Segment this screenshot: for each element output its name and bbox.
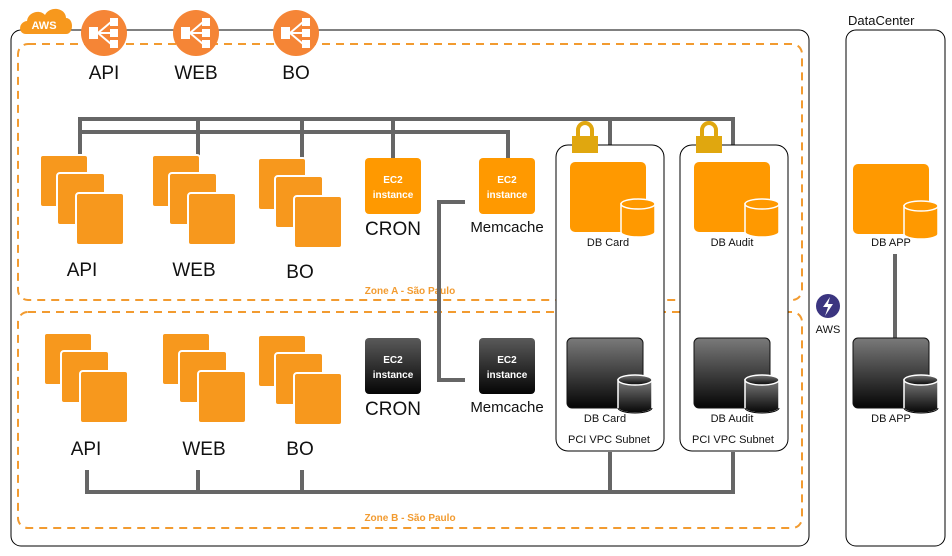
rds-db-icon [694,162,780,238]
zone-b-asg-bo[interactable]: BO [257,334,343,460]
aws-cloud-badge: AWS [20,8,72,34]
cloud-icon [20,8,72,34]
ec2-instance-icon [365,158,421,214]
ec2-instances-icon [151,154,237,246]
ec2-label: Memcache [470,399,543,416]
ec2-label: CRON [365,399,421,420]
subnet-label: PCI VPC Subnet [568,434,650,446]
rds-replica-icon [693,337,780,414]
zone-a-asg-api[interactable]: API [39,154,125,281]
ec2-instance-icon [479,338,535,394]
db-label: DB Audit [711,413,754,425]
zone-b-asg-api[interactable]: API [43,332,129,460]
subnet-label: PCI VPC Subnet [692,434,774,446]
datacenter-db-app-replica[interactable]: DB APP [852,337,939,425]
zone-a-container [17,43,803,301]
load-balancer-web[interactable]: WEB [173,10,219,84]
elastic-load-balancer-icon [81,10,127,56]
rds-replica-icon [852,337,939,414]
rds-db-icon [853,164,939,240]
ec2-instances-icon [257,157,343,249]
ec2-icon-line1: EC2 [383,355,403,366]
lock-icon [696,121,722,153]
ec2-label: Memcache [470,219,543,236]
asg-label: WEB [182,439,225,460]
db-label: DB Audit [711,237,754,249]
zone-a-label: Zone A - São Paulo [365,286,455,297]
ec2-icon-line1: EC2 [497,355,517,366]
ec2-instance-icon [479,158,535,214]
load-balancer-label: WEB [174,63,217,84]
ec2-icon-line1: EC2 [383,175,403,186]
ec2-instances-icon [43,332,129,424]
direct-connect[interactable]: AWS [816,294,841,336]
zone-a-db-audit[interactable]: DB Audit [694,162,780,249]
ec2-icon-line2: instance [373,190,414,201]
load-balancer-label: BO [282,63,309,84]
ec2-label: CRON [365,219,421,240]
aws-cloud-container [10,29,810,547]
ec2-instances-icon [39,154,125,246]
rds-replica-icon [566,337,653,414]
elastic-load-balancer-icon [173,10,219,56]
ec2-icon-line2: instance [373,370,414,381]
asg-label: API [67,260,98,281]
direct-connect-label: AWS [816,324,841,336]
zone-a-asg-web[interactable]: WEB [151,154,237,281]
ec2-instance-icon [365,338,421,394]
lock-icon [572,121,598,153]
datacenter-container [845,29,946,547]
zone-b-label: Zone B - São Paulo [364,513,455,524]
ec2-icon-line1: EC2 [497,175,517,186]
zone-b-db-card[interactable]: DB Card [566,337,653,425]
ec2-icon-line2: instance [487,190,528,201]
rds-db-icon [570,162,656,238]
asg-label: BO [286,262,313,283]
db-label: DB APP [871,413,911,425]
load-balancer-api[interactable]: API [81,10,127,84]
asg-label: BO [286,439,313,460]
asg-label: API [71,439,102,460]
load-balancer-label: API [89,63,120,84]
zone-a-db-card[interactable]: DB Card [570,162,656,249]
datacenter-db-app-primary[interactable]: DB APP [853,164,939,249]
db-label: DB APP [871,237,911,249]
zone-b-db-audit[interactable]: DB Audit [693,337,780,425]
zone-b-network-wires [85,452,735,494]
datacenter-title: DataCenter [848,13,915,28]
asg-label: WEB [172,260,215,281]
zone-a-asg-bo[interactable]: BO [257,157,343,283]
zone-b-container [17,311,803,529]
db-label: DB Card [584,413,626,425]
zone-b-asg-web[interactable]: WEB [161,332,247,460]
db-label: DB Card [587,237,629,249]
ec2-icon-line2: instance [487,370,528,381]
elastic-load-balancer-icon [273,10,319,56]
ec2-instances-icon [257,334,343,426]
ec2-instances-icon [161,332,247,424]
aws-badge-label: AWS [31,20,56,32]
lightning-icon [823,297,833,316]
load-balancer-bo[interactable]: BO [273,10,319,84]
